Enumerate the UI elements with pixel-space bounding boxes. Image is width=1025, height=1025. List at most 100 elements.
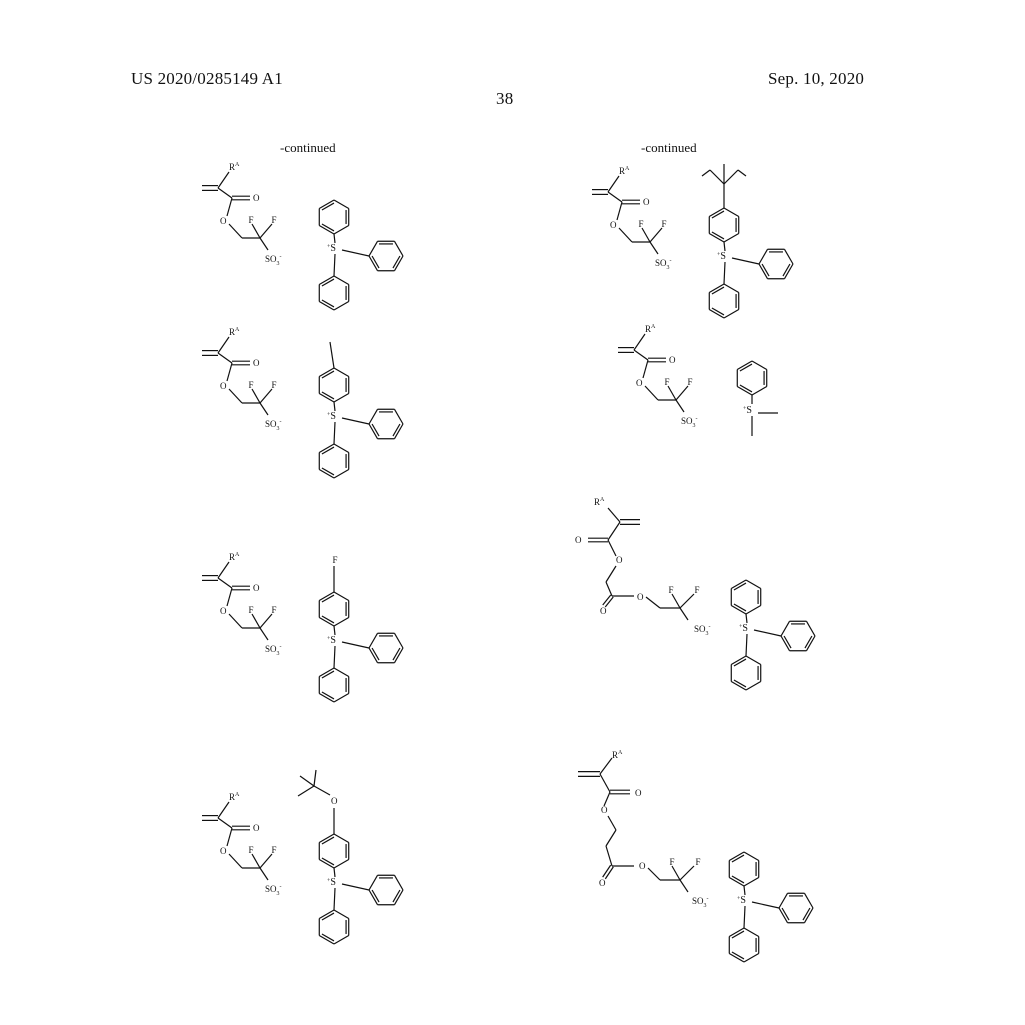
- bond: [321, 594, 335, 603]
- bond: [251, 388, 261, 404]
- bond: [333, 887, 336, 911]
- continued-label-left: -continued: [280, 140, 336, 155]
- bond: [333, 224, 350, 235]
- sulfonium-label: +S: [739, 623, 748, 634]
- bond: [318, 224, 335, 235]
- sulfonium-label: +S: [327, 243, 336, 254]
- oxygen-label: O: [253, 193, 260, 203]
- sulfonium-label: +S: [327, 411, 336, 422]
- bond: [321, 857, 335, 866]
- publication-number: US 2020/0285149 A1: [131, 69, 283, 88]
- bond: [728, 952, 745, 963]
- bond: [781, 907, 790, 921]
- bond: [318, 667, 335, 678]
- bond: [333, 199, 350, 210]
- bond: [709, 169, 725, 185]
- bond: [743, 885, 746, 896]
- bond: [217, 336, 230, 354]
- sulfonium-label: +S: [717, 251, 726, 262]
- bond: [758, 263, 769, 280]
- bond: [783, 248, 794, 265]
- r-label: RA: [594, 497, 605, 507]
- oxygen-label: O: [639, 861, 646, 871]
- bond: [368, 874, 379, 891]
- bond: [783, 263, 794, 280]
- bond: [228, 223, 243, 239]
- page-number: 38: [496, 89, 514, 108]
- bond: [679, 879, 689, 893]
- bond: [321, 836, 335, 845]
- bond: [318, 909, 335, 920]
- fluorine-label: F: [249, 215, 254, 225]
- bond: [679, 865, 695, 881]
- bond: [745, 604, 762, 615]
- bond: [679, 593, 695, 609]
- bond: [751, 385, 768, 396]
- bond: [333, 616, 350, 627]
- bond: [675, 399, 685, 413]
- bond: [392, 255, 401, 269]
- bond: [321, 933, 335, 942]
- bond: [368, 408, 379, 425]
- bond: [299, 775, 315, 787]
- bond: [321, 223, 335, 232]
- bond: [803, 907, 814, 924]
- bond: [393, 408, 404, 425]
- bond: [602, 864, 612, 878]
- bond: [805, 620, 816, 637]
- oxygen-label: O: [220, 846, 227, 856]
- bond: [647, 867, 661, 881]
- bond: [736, 385, 753, 396]
- bond: [731, 854, 745, 863]
- continued-label-right: -continued: [641, 140, 697, 155]
- bond: [743, 927, 760, 938]
- bond: [318, 616, 335, 627]
- bond: [743, 952, 760, 963]
- bond: [731, 951, 745, 960]
- bond: [731, 257, 760, 265]
- bond: [341, 417, 370, 425]
- bond: [723, 308, 740, 319]
- bond: [318, 692, 335, 703]
- bond: [368, 423, 379, 440]
- bond: [318, 392, 335, 403]
- fluorine-label: F: [249, 605, 254, 615]
- bond: [745, 655, 762, 666]
- bond: [733, 582, 747, 591]
- bond: [371, 889, 380, 903]
- bond: [341, 249, 370, 257]
- bond: [333, 692, 350, 703]
- bond: [371, 255, 380, 269]
- bond: [368, 240, 379, 257]
- bond: [641, 227, 651, 243]
- r-label: RA: [612, 750, 623, 760]
- bond: [644, 385, 659, 401]
- bond: [368, 632, 379, 649]
- fluorine-label: F: [688, 377, 693, 387]
- bond: [745, 680, 762, 691]
- bond: [671, 865, 681, 881]
- bond: [753, 629, 782, 637]
- bond: [259, 853, 273, 869]
- oxygen-label: O: [600, 606, 607, 616]
- bond: [805, 635, 816, 652]
- r-label: RA: [619, 166, 630, 176]
- bond: [333, 233, 336, 244]
- bond: [393, 632, 404, 649]
- bond: [599, 757, 613, 775]
- bond: [723, 241, 726, 252]
- fluorine-label: F: [696, 857, 701, 867]
- bond: [392, 647, 401, 661]
- bond: [333, 300, 350, 311]
- oxygen-label: O: [331, 796, 338, 806]
- bond: [259, 402, 269, 416]
- bond: [701, 169, 711, 177]
- oxygen-label: O: [599, 878, 606, 888]
- bond: [259, 867, 269, 881]
- bond: [321, 670, 335, 679]
- sulfonium-label: +S: [743, 405, 752, 416]
